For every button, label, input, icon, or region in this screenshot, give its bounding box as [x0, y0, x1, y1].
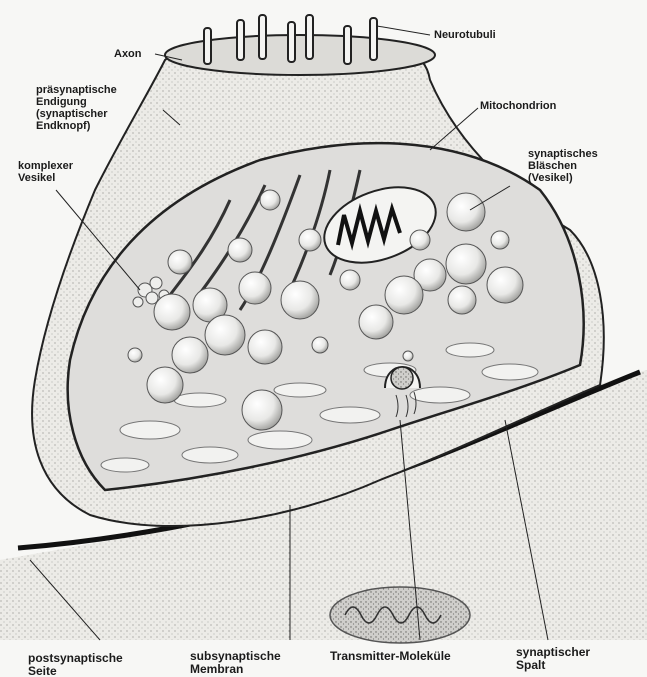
- label-subsynaptische-membran: subsynaptische Membran: [190, 650, 281, 676]
- label-axon: Axon: [114, 48, 142, 60]
- label-mitochondrion: Mitochondrion: [480, 100, 556, 112]
- label-komplexer-vesikel: komplexer Vesikel: [18, 160, 73, 184]
- label-neurotubuli: Neurotubuli: [434, 29, 496, 41]
- postsynaptic-mitochondrion: [330, 587, 470, 643]
- label-praesynaptische-endigung: präsynaptische Endigung (synaptischer En…: [36, 84, 117, 132]
- label-transmitter-molekuele: Transmitter-Moleküle: [330, 650, 451, 663]
- label-synaptischer-spalt: synaptischer Spalt: [516, 646, 590, 672]
- label-synaptisches-blaeschen: synaptisches Bläschen (Vesikel): [528, 148, 598, 184]
- label-postsynaptische-seite: postsynaptische Seite: [28, 652, 123, 677]
